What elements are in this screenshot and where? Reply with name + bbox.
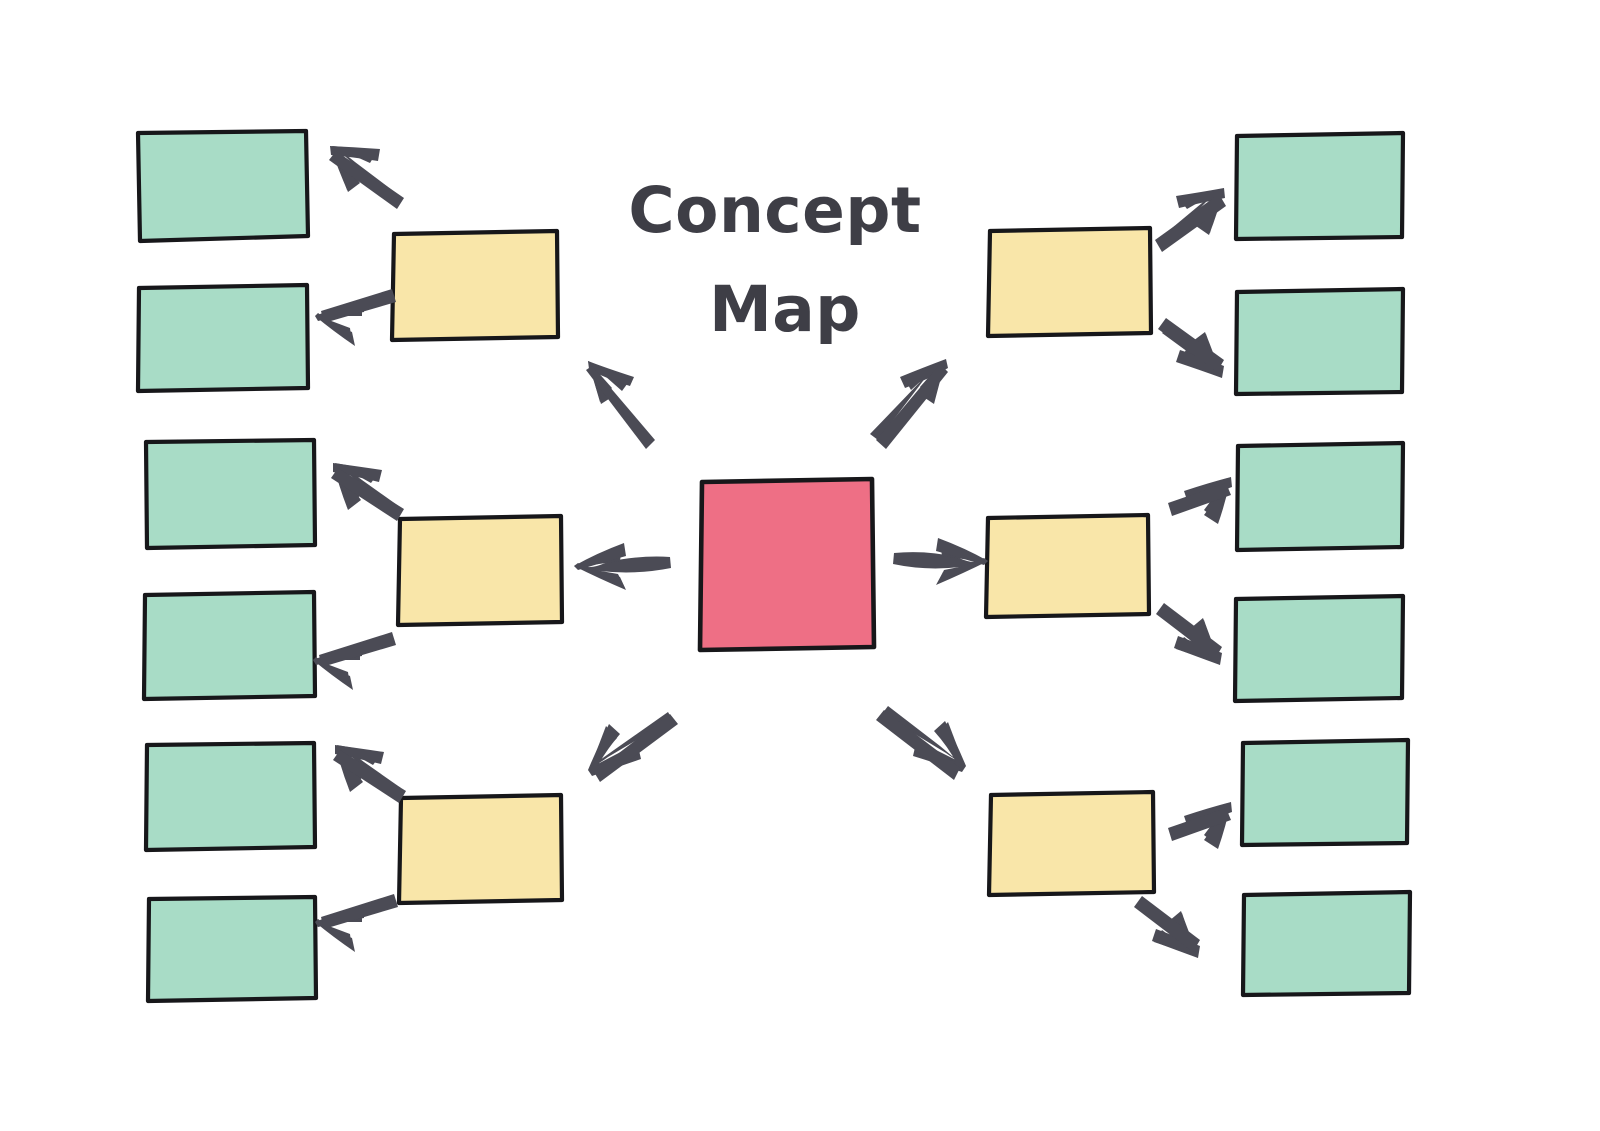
central-node-shape[interactable] <box>697 476 877 653</box>
page-title-line-2: Map <box>709 273 861 346</box>
arrow-branch-bottom-right-to-leaf-right-5 <box>1168 802 1232 849</box>
leaf-right-6-shape[interactable] <box>1240 889 1413 998</box>
branch-node-mid-right[interactable] <box>983 512 1152 620</box>
leaf-node-right-1[interactable] <box>1233 130 1406 242</box>
arrow-branch-bottom-left-to-leaf-left-6 <box>315 894 398 952</box>
leaf-node-left-4[interactable] <box>141 589 318 702</box>
arrow-branch-mid-left-to-leaf-left-4 <box>313 632 396 690</box>
branch-mid-left-shape[interactable] <box>395 513 565 628</box>
arrow-central-to-branch-top-right <box>870 359 948 449</box>
leaf-node-left-3[interactable] <box>143 437 318 551</box>
arrow-branch-bottom-right-to-leaf-right-6 <box>1134 896 1200 958</box>
branch-node-mid-left[interactable] <box>395 513 565 628</box>
arrow-branch-top-right-to-leaf-right-1 <box>1155 188 1226 252</box>
leaf-node-right-5[interactable] <box>1239 737 1411 848</box>
leaf-node-right-6[interactable] <box>1240 889 1413 998</box>
leaf-left-2-shape[interactable] <box>135 282 311 394</box>
leaf-node-left-2[interactable] <box>135 282 311 394</box>
branch-bottom-right-shape[interactable] <box>986 789 1157 898</box>
leaf-node-right-4[interactable] <box>1232 593 1406 704</box>
leaf-right-3-shape[interactable] <box>1234 440 1406 553</box>
leaf-left-6-shape[interactable] <box>145 894 319 1004</box>
arrow-central-to-branch-mid-left <box>574 543 671 590</box>
leaf-node-right-3[interactable] <box>1234 440 1406 553</box>
leaf-right-4-shape[interactable] <box>1232 593 1406 704</box>
leaf-left-5-shape[interactable] <box>143 740 318 853</box>
arrow-branch-top-right-to-leaf-right-2 <box>1158 318 1224 378</box>
arrow-central-to-branch-mid-right <box>893 538 988 585</box>
arrow-central-to-branch-bottom-left <box>588 712 678 782</box>
arrow-branch-top-left-to-leaf-left-2 <box>315 289 396 346</box>
branch-top-left-shape[interactable] <box>389 228 561 343</box>
branch-top-right-shape[interactable] <box>985 225 1154 339</box>
page-title-line-1: Concept <box>628 174 921 247</box>
arrow-central-to-branch-bottom-right <box>876 706 966 780</box>
branch-node-bottom-left[interactable] <box>396 792 565 906</box>
leaf-right-5-shape[interactable] <box>1239 737 1411 848</box>
branch-node-top-left[interactable] <box>389 228 561 343</box>
leaf-node-left-5[interactable] <box>143 740 318 853</box>
arrow-central-to-branch-top-left <box>586 361 655 449</box>
branch-node-bottom-right[interactable] <box>986 789 1157 898</box>
leaf-right-1-shape[interactable] <box>1233 130 1406 242</box>
leaf-node-right-2[interactable] <box>1233 286 1406 397</box>
branch-mid-right-shape[interactable] <box>983 512 1152 620</box>
arrow-branch-mid-left-to-leaf-left-3 <box>331 463 404 521</box>
arrow-branch-bottom-left-to-leaf-left-5 <box>333 745 406 803</box>
leaf-node-left-1[interactable] <box>135 128 311 244</box>
leaf-left-3-shape[interactable] <box>143 437 318 551</box>
branch-node-top-right[interactable] <box>985 225 1154 339</box>
leaf-left-4-shape[interactable] <box>141 589 318 702</box>
leaf-node-left-6[interactable] <box>145 894 319 1004</box>
arrow-branch-top-left-to-leaf-left-1 <box>329 146 404 209</box>
branch-bottom-left-shape[interactable] <box>396 792 565 906</box>
central-node[interactable] <box>697 476 877 653</box>
arrow-branch-mid-right-to-leaf-right-4 <box>1156 603 1222 665</box>
leaf-left-1-shape[interactable] <box>135 128 311 244</box>
arrow-branch-mid-right-to-leaf-right-3 <box>1168 477 1232 524</box>
leaf-right-2-shape[interactable] <box>1233 286 1406 397</box>
